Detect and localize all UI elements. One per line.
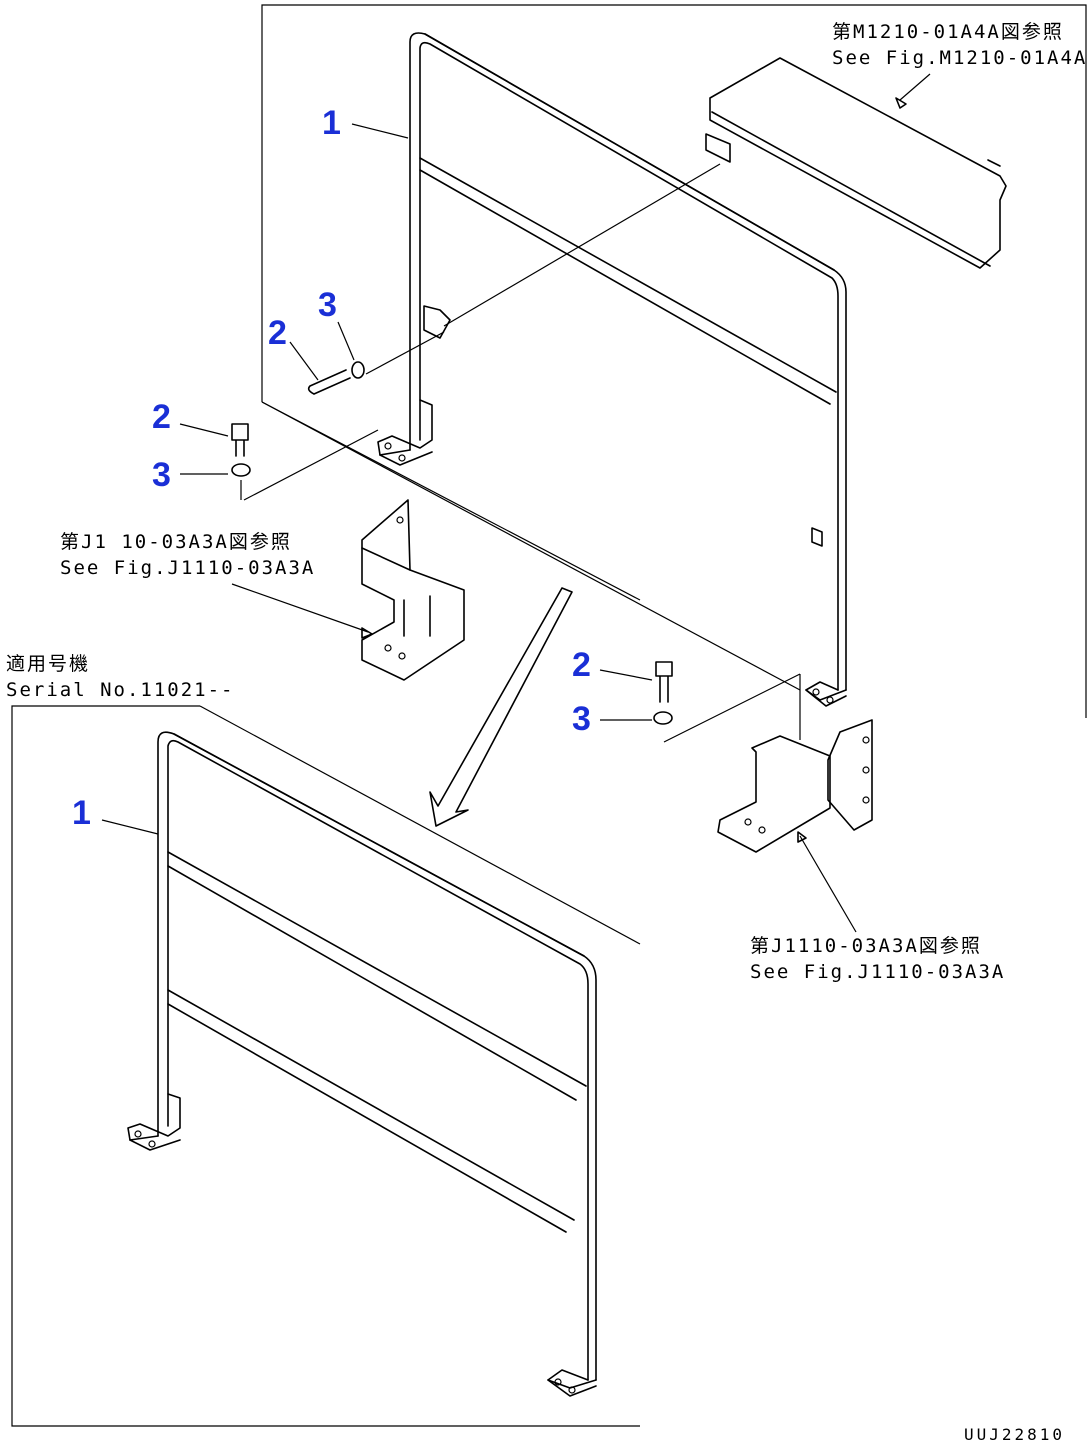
right-bolt xyxy=(655,661,673,703)
ref-top-right-en: See Fig.M1210-01A4A xyxy=(832,47,1087,69)
ref-top-right-jp: 第M1210-01A4A図参照 xyxy=(832,21,1064,43)
left-bracket xyxy=(361,499,465,681)
ref-bottom-right-jp: 第J1110-03A3A図参照 xyxy=(750,935,982,957)
callout-upper-washer: 3 xyxy=(318,286,337,324)
right-bracket xyxy=(717,719,873,853)
left-bolt xyxy=(231,423,249,457)
callout-right-washer: 3 xyxy=(572,700,591,738)
drawing-code: UUJ22810 xyxy=(964,1425,1065,1444)
upper-bolt xyxy=(307,369,351,395)
transition-arrow xyxy=(429,587,573,827)
ref-middle-left-en: See Fig.J1110-03A3A xyxy=(60,557,315,579)
upper-handrail xyxy=(377,32,847,707)
platform-edge xyxy=(705,57,1007,269)
callout-left-washer: 3 xyxy=(152,456,171,494)
callout-lower-frame: 1 xyxy=(72,794,91,832)
lower-frame-border xyxy=(11,705,640,1427)
callout-upper-frame: 1 xyxy=(322,104,341,142)
upper-washer xyxy=(351,361,365,379)
upper-frame-border xyxy=(261,4,1087,718)
leader-lines xyxy=(101,73,931,933)
applicability-serial: Serial No.11021-- xyxy=(6,679,234,701)
ref-middle-left-jp: 第J1 10-03A3A図参照 xyxy=(60,531,292,553)
assembly-lines xyxy=(199,163,801,945)
applicability-label: 適用号機 xyxy=(6,653,90,675)
callout-right-bolt: 2 xyxy=(572,646,591,684)
right-washer xyxy=(653,711,673,725)
callout-upper-bolt: 2 xyxy=(268,314,287,352)
left-washer xyxy=(231,463,251,477)
lower-handrail xyxy=(127,731,597,1397)
ref-bottom-right-en: See Fig.J1110-03A3A xyxy=(750,961,1005,983)
callout-left-bolt: 2 xyxy=(152,398,171,436)
